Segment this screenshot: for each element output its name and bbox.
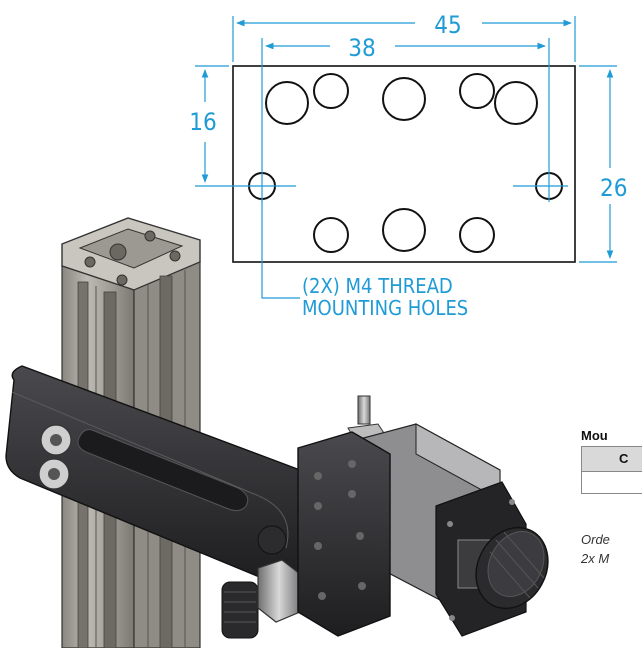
- hole: [459, 217, 495, 253]
- clamp-assembly: [297, 395, 549, 637]
- hole: [313, 217, 349, 253]
- dim-overall-width: 45: [434, 11, 461, 39]
- dim-hole-height: 16: [189, 108, 216, 136]
- dim-overall-height: 26: [600, 174, 627, 202]
- hole: [382, 208, 426, 252]
- side-table-header: C: [582, 447, 642, 472]
- side-note-line1: Orde: [581, 532, 610, 547]
- hole: [382, 77, 426, 121]
- plate-drawing: 45 38 16 26 (2X) M4 THREAD MOUNTING HOLE…: [189, 11, 627, 320]
- dim-hole-spacing: 38: [348, 34, 375, 62]
- technical-drawing: 45 38 16 26 (2X) M4 THREAD MOUNTING HOLE…: [5, 11, 627, 648]
- black-arm: [5, 365, 325, 639]
- hole: [265, 81, 309, 125]
- side-note-line2: 2x M: [581, 551, 610, 566]
- hole: [459, 73, 495, 109]
- hole: [494, 81, 538, 125]
- callout-line2: MOUNTING HOLES: [302, 296, 468, 320]
- callout-line1: (2X) M4 THREAD: [302, 274, 453, 298]
- hole: [313, 73, 349, 109]
- side-panel-title: Mou: [581, 428, 608, 443]
- side-table: C: [581, 446, 642, 494]
